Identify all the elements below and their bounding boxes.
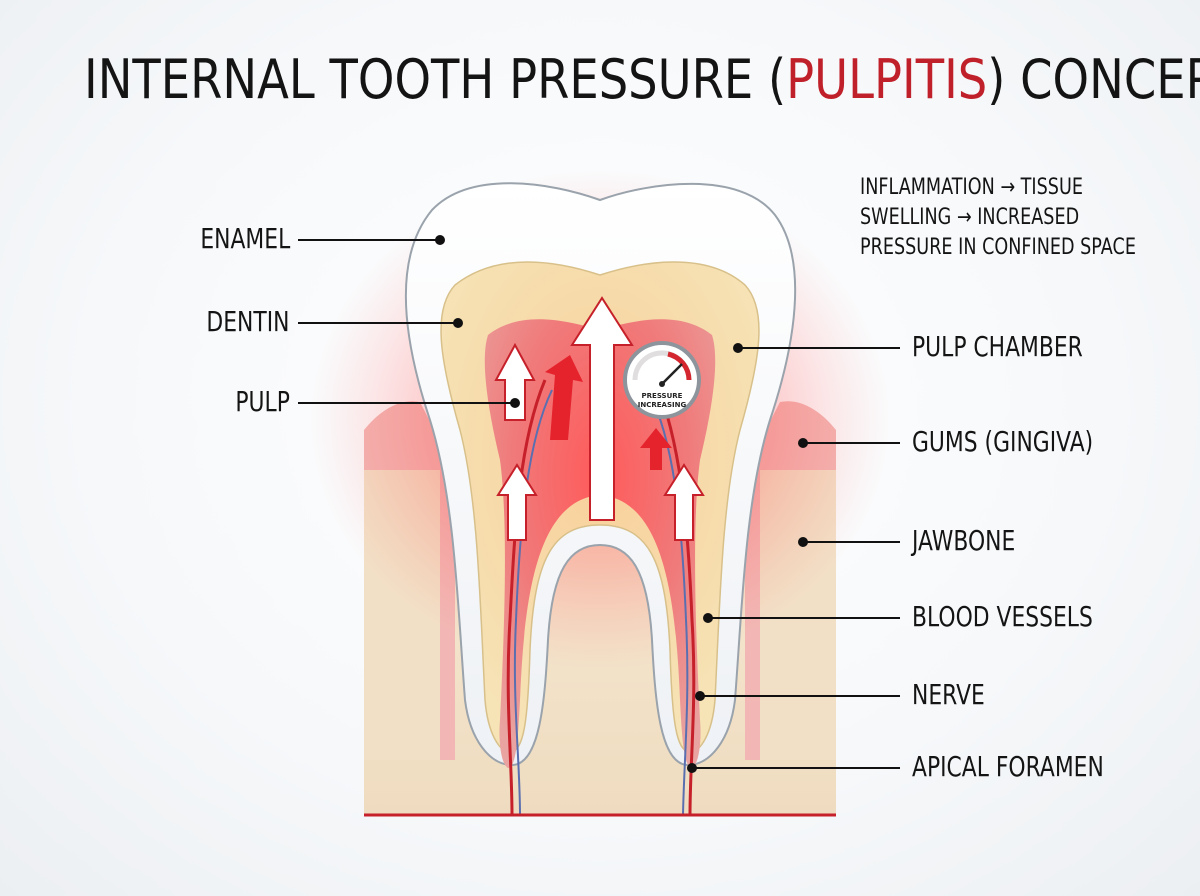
blood-vessel-left (506, 379, 547, 816)
label-jawbone: JAWBONE (912, 524, 1016, 557)
label-nerve: NERVE (912, 678, 985, 711)
pressure-arrow-left-lower (496, 463, 538, 541)
blood-vessel-right (653, 379, 696, 816)
gauge-line2: INCREASING (638, 401, 687, 409)
label-apical-foramen: APICAL FORAMEN (912, 750, 1104, 783)
label-blood-vessels: BLOOD VESSELS (912, 600, 1093, 633)
label-pulp: PULP (235, 385, 290, 418)
note-line: PRESSURE IN CONFINED SPACE (860, 235, 1136, 260)
explanation-note: INFLAMMATION → TISSUE SWELLING → INCREAS… (860, 173, 1136, 263)
gauge-line1: PRESSURE (642, 392, 683, 400)
label-pulp-chamber: PULP CHAMBER (912, 330, 1083, 363)
nerve-left (513, 389, 553, 816)
title-text-before: INTERNAL TOOTH PRESSURE ( (84, 48, 787, 111)
title-text-after: ) CONCEPT (987, 48, 1200, 111)
pressure-arrow-right-lower (663, 463, 705, 541)
pressure-arrow-red-left (545, 355, 583, 440)
label-gums: GUMS (GINGIVA) (912, 425, 1094, 458)
label-dentin: DENTIN (206, 305, 290, 338)
label-enamel: ENAMEL (200, 222, 290, 255)
title-highlight: PULPITIS (786, 48, 988, 111)
pressure-arrow-red-right (640, 428, 672, 470)
pressure-gauge: PRESSURE INCREASING (623, 341, 701, 419)
note-line: INFLAMMATION → TISSUE (860, 175, 1083, 200)
pressure-arrow-left (494, 342, 536, 421)
note-line: SWELLING → INCREASED (860, 205, 1080, 230)
pressure-arrow-center (570, 296, 634, 521)
page-title: INTERNAL TOOTH PRESSURE (PULPITIS) CONCE… (84, 48, 1200, 111)
